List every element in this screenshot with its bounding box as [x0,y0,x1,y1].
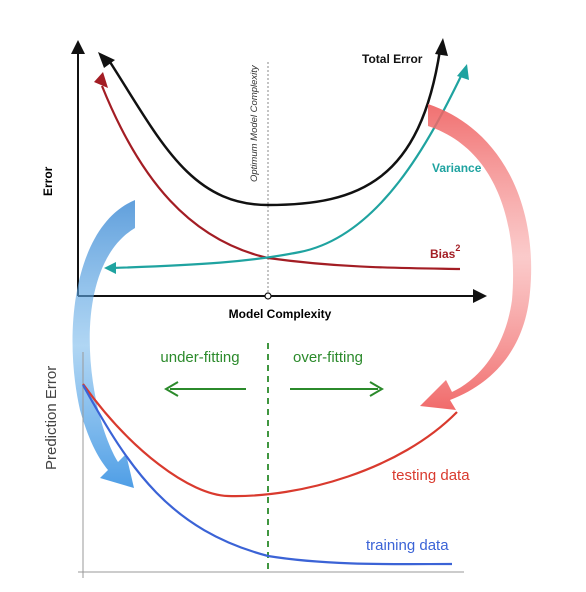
training-curve [82,384,453,566]
red-connector-arrow [420,104,532,410]
training-data-label: training data [366,537,449,554]
bias-arrowhead [94,72,108,88]
bottom-panel: under-fitting over-fitting Prediction Er… [43,343,470,578]
underfitting-label: under-fitting [160,349,239,366]
top-x-axis-arrowhead [473,289,487,303]
optimum-marker [264,292,272,300]
total-error-curve [108,49,442,207]
variance-curve [111,73,463,270]
total-error-label: Total Error [362,52,423,66]
top-x-axis-label: Model Complexity [229,307,332,321]
overfitting-arrowhead [369,381,384,397]
testing-curve [82,383,458,498]
testing-data-label: testing data [392,467,470,484]
bottom-y-axis-label: Prediction Error [43,366,60,470]
bias-curve [100,85,461,271]
total-error-arrowhead-right [435,38,448,56]
bias-label: Bias2 [430,243,460,261]
top-y-axis-arrowhead [71,40,85,54]
overfitting-label: over-fitting [293,349,363,366]
optimum-label: Optimum Model Complexity [249,64,260,182]
underfitting-arrowhead [164,381,179,397]
top-panel: Optimum Model Complexity Error Model Com… [41,38,487,321]
bias-label-text: Bias [430,247,456,261]
variance-label: Variance [432,161,482,175]
variance-arrowhead-left [104,262,116,274]
total-error-arrowhead-left [98,52,115,68]
top-y-axis-label: Error [41,166,55,196]
connector-arrows [72,104,532,488]
blue-connector-arrow [72,172,135,488]
variance-arrowhead-right [457,64,469,80]
bias-label-superscript: 2 [455,243,460,253]
